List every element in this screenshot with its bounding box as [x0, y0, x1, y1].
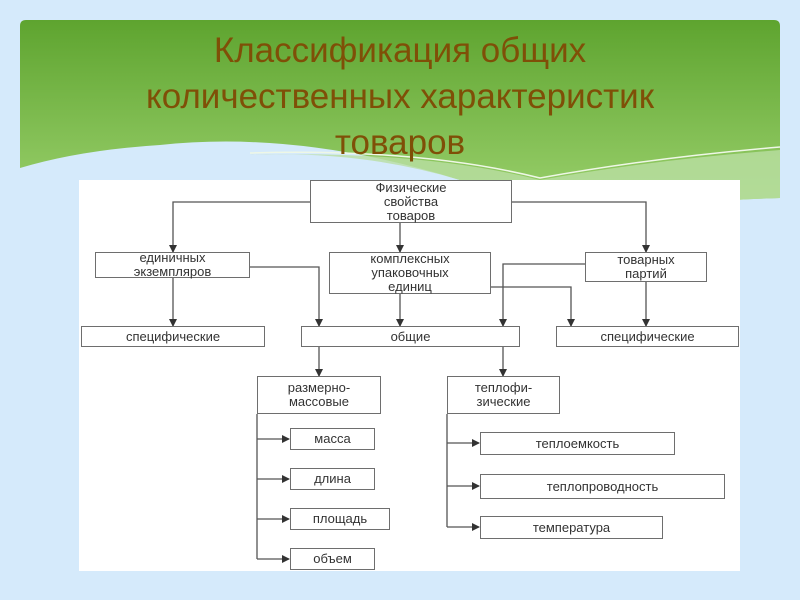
node-packaged-units: комплексных упаковочных единиц	[329, 252, 491, 294]
classification-diagram: Физические свойства товаров единичных эк…	[79, 180, 740, 571]
title-line-1: Классификация общих	[213, 31, 587, 70]
node-text: экземпляров	[133, 264, 212, 279]
node-length: длина	[290, 468, 375, 490]
node-heat-capacity: теплоемкость	[480, 432, 675, 455]
node-text: единичных	[139, 250, 206, 265]
node-text: партий	[625, 266, 667, 281]
node-dimensional-mass: размерно- массовые	[257, 376, 381, 414]
node-text: температура	[532, 519, 611, 535]
node-specific-left: специфические	[81, 326, 265, 347]
node-area: площадь	[290, 508, 390, 530]
node-text: площадь	[312, 511, 368, 526]
node-text: теплопроводность	[546, 478, 659, 494]
title-line-3: товаров	[334, 123, 466, 162]
banner-shape	[20, 20, 780, 206]
node-text: Физические	[375, 179, 447, 195]
node-text: масса	[314, 431, 351, 446]
node-text: теплоемкость	[535, 435, 620, 451]
slide-title: Классификация общих количественных харак…	[100, 28, 700, 166]
connector-root-single	[169, 201, 310, 253]
node-text: товарных	[617, 252, 675, 267]
connector-single-general	[250, 266, 323, 327]
node-text: длина	[314, 471, 351, 486]
node-temperature: температура	[480, 516, 663, 539]
node-text: размерно-	[287, 380, 351, 395]
node-text: общие	[390, 328, 431, 344]
node-batches: товарных партий	[585, 252, 707, 282]
node-text: зические	[476, 394, 531, 409]
node-text: массовые	[288, 394, 350, 409]
node-text: единиц	[388, 279, 432, 294]
connector-batches-general	[499, 263, 585, 327]
node-text: свойства	[383, 193, 439, 209]
node-text: специфические	[600, 328, 695, 344]
node-single-items: единичных экземпляров	[95, 250, 250, 279]
node-mass: масса	[290, 428, 375, 450]
node-text: объем	[313, 551, 352, 566]
connector-root-batches	[512, 201, 650, 253]
node-text: комплексных	[370, 251, 450, 266]
title-line-2: количественных характеристик	[145, 77, 655, 116]
node-text: упаковочных	[371, 265, 449, 280]
node-general: общие	[301, 326, 520, 347]
node-text: теплофи-	[474, 380, 533, 395]
banner-wave-line	[249, 146, 781, 179]
node-text: товаров	[386, 207, 436, 223]
node-volume: объем	[290, 548, 375, 570]
node-text: специфические	[125, 328, 221, 344]
node-thermophysical: теплофи- зические	[447, 376, 560, 414]
node-heat-conductivity: теплопроводность	[480, 474, 725, 499]
node-specific-right: специфические	[556, 326, 739, 347]
connector-packaged-specific	[491, 286, 575, 327]
connectors-layer	[169, 201, 650, 563]
node-physical-properties: Физические свойства товаров	[310, 180, 512, 223]
